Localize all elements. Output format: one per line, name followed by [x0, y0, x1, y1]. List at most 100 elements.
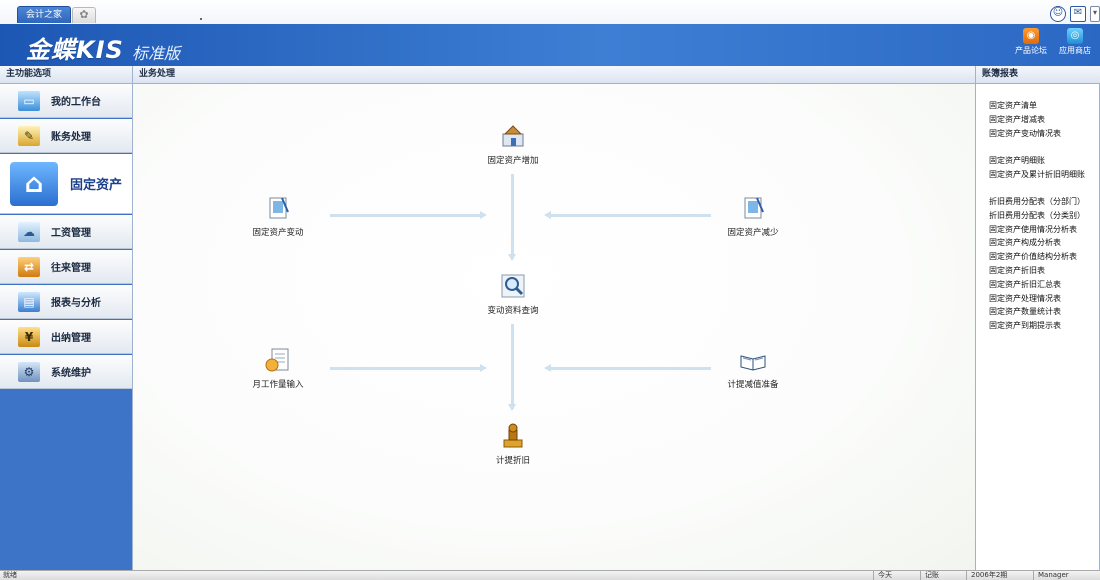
flow-line-workload-to-center	[330, 367, 480, 370]
house-icon: ⌂	[10, 161, 58, 206]
node-label: 固定资产增加	[487, 156, 539, 166]
reports-header: 账簿报表	[975, 66, 1100, 84]
brand-edition: 标准版	[132, 44, 181, 63]
arrow-head	[544, 211, 551, 219]
report-group-3: 折旧费用分配表（分部门） 折旧费用分配表（分类别） 固定资产使用情况分析表 固定…	[989, 195, 1085, 333]
business-processing-header: 业务处理	[132, 66, 975, 84]
product-forum-label: 产品论坛	[1015, 46, 1047, 55]
report-link[interactable]: 固定资产折旧表	[989, 265, 1045, 275]
product-forum-button[interactable]: ◉ 产品论坛	[1012, 28, 1050, 56]
node-asset-reduce[interactable]: 固定资产减少	[698, 194, 808, 238]
app-store-button[interactable]: ◎ 应用商店	[1056, 28, 1094, 56]
asset-change-icon	[264, 194, 292, 222]
flow-line-change-to-center	[330, 214, 480, 217]
top-right-tools: ☺ ✉ ▾	[1050, 6, 1100, 22]
nav-fixed-assets[interactable]: ⌂ 固定资产	[0, 154, 132, 214]
new-tab-button[interactable]: ✿	[72, 7, 96, 23]
report-link[interactable]: 固定资产价值结构分析表	[989, 252, 1077, 262]
dropdown-arrow-icon[interactable]: ▾	[1090, 6, 1100, 22]
node-label: 固定资产变动	[252, 228, 304, 238]
report-link[interactable]: 固定资产清单	[989, 101, 1037, 110]
node-label: 计提减值准备	[727, 380, 779, 390]
flow-line-query-to-depreciation	[511, 324, 514, 409]
strip-dot	[200, 18, 202, 20]
nav-cashier[interactable]: ¥ 出纳管理	[0, 320, 132, 354]
flow-line-impairment-to-center	[551, 367, 711, 370]
report-link[interactable]: 固定资产变动情况表	[989, 128, 1061, 138]
nav-label: 报表与分析	[51, 298, 101, 309]
nav-system-maintenance[interactable]: ⚙ 系统维护	[0, 355, 132, 389]
node-asset-change[interactable]: 固定资产变动	[223, 194, 333, 238]
report-group-2: 固定资产明细账 固定资产及累计折旧明细账	[989, 154, 1085, 182]
forum-icon: ◉	[1023, 28, 1039, 44]
nav-label: 固定资产	[70, 178, 123, 193]
arrow-head	[480, 211, 487, 219]
node-label: 变动资料查询	[487, 306, 539, 316]
status-bar: 就绪 今天 记账 2006年2期 Manager	[0, 570, 1100, 580]
status-ready: 就绪	[3, 571, 17, 579]
node-change-query[interactable]: 变动资料查询	[458, 272, 568, 316]
status-user: Manager	[1033, 571, 1069, 580]
node-label: 计提折旧	[495, 456, 530, 466]
report-group-1: 固定资产清单 固定资产增减表 固定资产变动情况表	[989, 99, 1061, 140]
app-store-label: 应用商店	[1059, 46, 1091, 55]
node-label: 固定资产减少	[727, 228, 779, 238]
nav-reports-analysis[interactable]: ▤ 报表与分析	[0, 285, 132, 319]
node-label: 月工作量输入	[252, 380, 304, 390]
store-icon: ◎	[1067, 28, 1083, 44]
arrow-head	[480, 364, 487, 372]
magnifier-icon	[499, 272, 527, 300]
workload-icon	[264, 346, 292, 374]
flow-line-add-to-query	[511, 174, 514, 259]
report-link[interactable]: 固定资产处理情况表	[989, 293, 1061, 303]
nav-label: 系统维护	[51, 368, 91, 379]
brand-logo: 金蝶KIS	[26, 36, 124, 64]
monitor-icon: ▭	[18, 90, 40, 111]
status-period: 2006年2期	[966, 571, 1007, 580]
node-monthly-workload[interactable]: 月工作量输入	[223, 346, 333, 390]
reports-panel: 固定资产清单 固定资产增减表 固定资产变动情况表 固定资产明细账 固定资产及累计…	[975, 84, 1100, 570]
status-posting: 记账	[920, 571, 939, 580]
nav-label: 往来管理	[51, 263, 91, 274]
node-depreciation[interactable]: 计提折旧	[458, 422, 568, 466]
cashier-icon: ¥	[18, 326, 40, 347]
report-link[interactable]: 固定资产增减表	[989, 114, 1045, 124]
nav-salary[interactable]: ☁ 工资管理	[0, 215, 132, 249]
open-book-icon	[739, 346, 767, 374]
report-link[interactable]: 固定资产数量统计表	[989, 307, 1061, 317]
nav-accounting[interactable]: ✎ 账务处理	[0, 119, 132, 153]
arrow-head	[508, 404, 516, 411]
salary-icon: ☁	[18, 221, 40, 242]
message-icon[interactable]: ✉	[1070, 6, 1086, 22]
header-banner: 金蝶KIS 标准版 ◉ 产品论坛 ◎ 应用商店	[0, 24, 1100, 66]
tab-kuaiji-home[interactable]: 会计之家	[17, 6, 71, 23]
nav-label: 工资管理	[51, 228, 91, 239]
status-today: 今天	[873, 571, 892, 580]
report-icon: ▤	[18, 291, 40, 312]
ledger-icon: ✎	[18, 125, 40, 146]
transactions-icon: ⇄	[18, 256, 40, 277]
nav-label: 出纳管理	[51, 333, 91, 344]
arrow-head	[508, 254, 516, 261]
report-link[interactable]: 固定资产明细账	[989, 156, 1045, 165]
arrow-head	[544, 364, 551, 372]
asset-add-icon	[499, 122, 527, 150]
node-asset-add[interactable]: 固定资产增加	[458, 122, 568, 166]
workflow-area: 固定资产增加 固定资产变动 固定资产减少 变动资料查询 月工作量输入 计提减值准…	[132, 84, 975, 570]
report-link[interactable]: 固定资产使用情况分析表	[989, 224, 1077, 234]
banner-tools: ◉ 产品论坛 ◎ 应用商店	[1012, 28, 1094, 56]
nav-label: 我的工作台	[51, 97, 101, 108]
stamp-icon	[499, 422, 527, 450]
report-link[interactable]: 固定资产及累计折旧明细账	[989, 169, 1085, 179]
report-link[interactable]: 折旧费用分配表（分类别）	[989, 210, 1085, 220]
nav-label: 账务处理	[51, 132, 91, 143]
smiley-icon[interactable]: ☺	[1050, 6, 1066, 22]
report-link[interactable]: 固定资产到期提示表	[989, 321, 1061, 331]
report-link[interactable]: 固定资产折旧汇总表	[989, 279, 1061, 289]
nav-my-workbench[interactable]: ▭ 我的工作台	[0, 84, 132, 118]
report-link[interactable]: 固定资产构成分析表	[989, 238, 1061, 248]
report-link[interactable]: 折旧费用分配表（分部门）	[989, 197, 1085, 206]
main-options-header: 主功能选项	[0, 66, 132, 84]
node-impairment-provision[interactable]: 计提减值准备	[698, 346, 808, 390]
nav-transactions[interactable]: ⇄ 往来管理	[0, 250, 132, 284]
